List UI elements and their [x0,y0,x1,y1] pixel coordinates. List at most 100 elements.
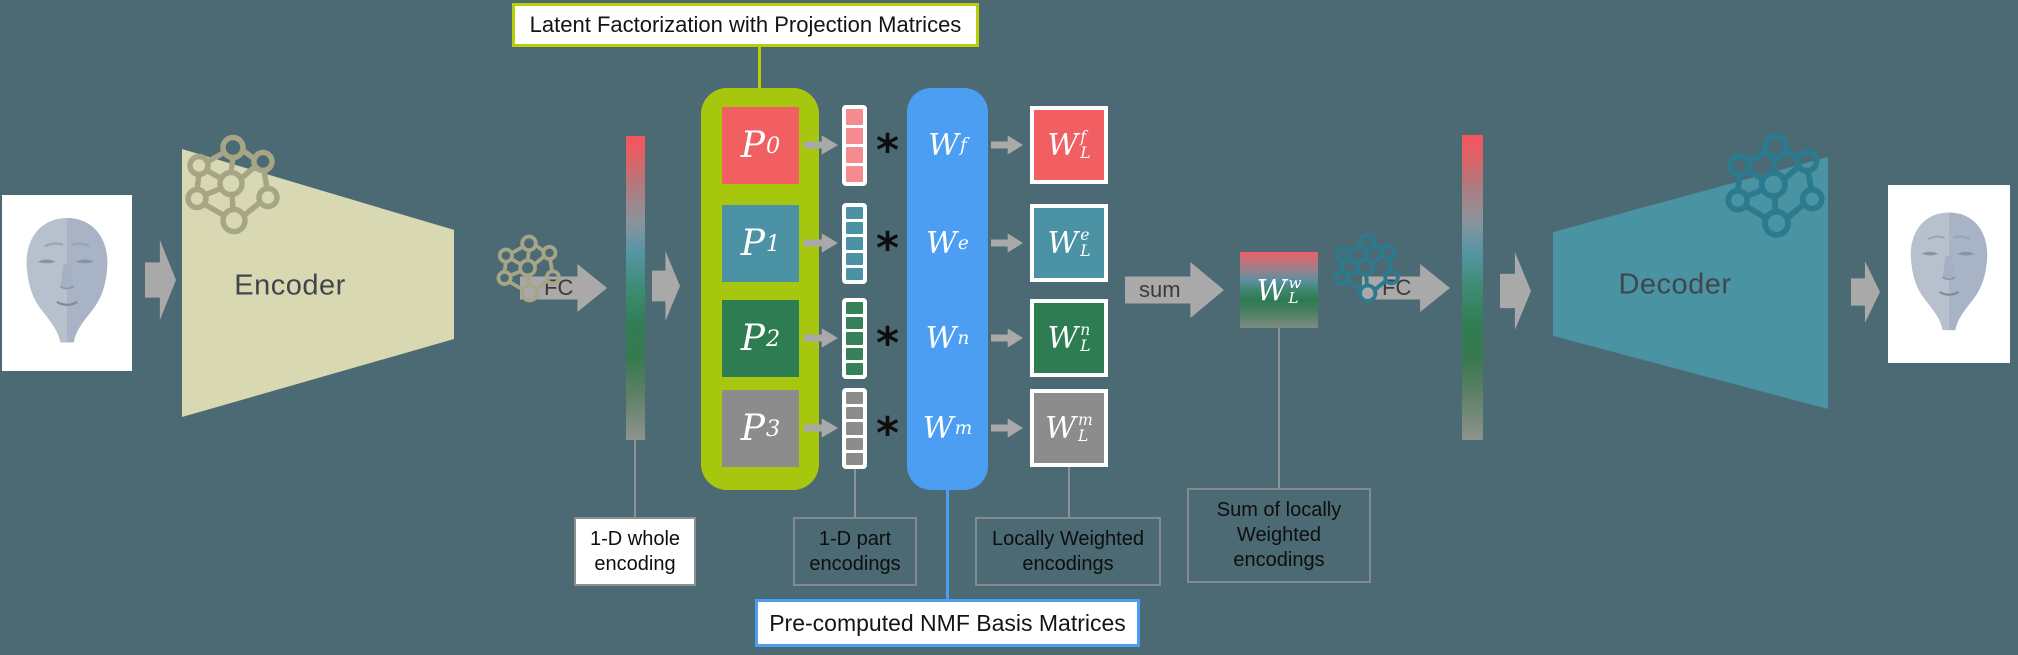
wn-subscript: n [957,327,970,349]
vector-cell [846,347,863,360]
p1-symbol: P [740,223,766,264]
vector-cell [846,332,863,345]
vector-cell [846,267,863,281]
decoder-network-icon [1723,133,1828,238]
vector-cell [846,207,863,220]
wm-to-weighted-arrow [991,418,1023,438]
wle-superscript: e [1080,226,1090,245]
caption-line: 1-D part [818,527,892,550]
p1-subscript: 1 [766,230,781,257]
vector-cell [846,237,863,250]
part-encoding-vector-2 [842,298,867,379]
caption-line: encodings [1233,549,1325,571]
encoder-label: Encoder [234,269,346,302]
locally-weighted-caption: Locally Weighted encodings [975,517,1161,586]
wm-subscript: m [954,417,973,439]
wm-symbol: W [922,410,954,446]
vector-cell [846,166,863,182]
sum-arrow-label: sum [1139,277,1181,302]
face-3d-render [11,208,123,358]
whole-encoding-connector [634,440,636,517]
wlf-subscript: L [1080,144,1091,162]
multiply-asterisk: * [876,318,900,369]
face-3d-render [1896,198,2002,350]
vector-cell [846,392,863,405]
wle-symbol: W [1047,225,1079,261]
nmf-basis-container [907,88,988,490]
nmf-basis-title-text: Pre-computed NMF Basis Matrices [769,609,1126,636]
vector-cell [846,362,863,376]
wf-subscript: f [959,134,967,156]
nmf-connector-line [946,490,949,599]
multiply-asterisk: * [876,223,900,274]
caption-line: Weighted [1236,524,1322,546]
p2-symbol: P [740,318,766,359]
wlf-symbol: W [1047,127,1079,163]
wlw-subscript: L [1288,289,1299,307]
vector-cell [846,109,863,125]
vector-cell [846,128,863,144]
sum-arrow: sum [1125,262,1224,318]
p3-symbol: P [740,408,766,449]
whole-encoding-caption: 1-D whole encoding [574,517,696,586]
decoder-to-output-arrow [1851,261,1880,323]
caption-line: encodings [1022,552,1114,575]
wn-to-weighted-arrow [991,328,1023,348]
vector-cell [846,407,863,420]
locally-weighted-connector [1068,467,1070,517]
input-to-encoder-arrow [145,240,176,320]
we-to-weighted-arrow [991,233,1023,253]
p0-subscript: 0 [766,132,781,159]
encoder-network-icon [183,132,283,237]
input-face-image [2,195,132,371]
multiply-asterisk: * [876,408,900,459]
p3-subscript: 3 [766,415,781,442]
p0-symbol: P [740,125,766,166]
vector-cell [846,222,863,235]
nmf-basis-title: Pre-computed NMF Basis Matrices [755,599,1140,647]
wln-subscript: L [1080,337,1091,355]
wlm-subscript: L [1078,427,1089,445]
wlw-superscript: w [1288,273,1302,292]
encoding-to-decoder-arrow [1500,252,1531,330]
wln-symbol: W [1047,320,1079,356]
wf-to-weighted-arrow [991,135,1023,155]
vector-cell [846,302,863,315]
wlf-superscript: f [1080,128,1087,147]
vector-cell [846,452,863,466]
sum-weighted-connector [1278,328,1280,488]
part-encodings-connector [854,469,856,517]
vector-cell [846,252,863,265]
we-subscript: e [957,232,969,254]
caption-line: 1-D whole [589,527,681,550]
whole-encoding-bar [626,136,645,440]
wlm-symbol: W [1045,410,1077,446]
wlw-symbol: W [1256,273,1287,307]
sum-weighted-caption: Sum of locally Weighted encodings [1187,488,1371,583]
fc-right-network-icon [1332,233,1402,303]
encoding-to-projection-arrow [652,251,680,321]
vector-cell [846,437,863,450]
p2-subscript: 2 [766,325,781,352]
caption-line: Sum of locally [1216,499,1342,521]
wln-superscript: n [1080,321,1091,340]
fc-left-network-icon [495,232,563,305]
caption-line: encoding [594,552,676,575]
wf-symbol: W [928,127,959,163]
caption-line: Locally Weighted [992,527,1144,550]
latent-factorization-title-text: Latent Factorization with Projection Mat… [529,12,962,37]
title-connector-line [758,47,761,88]
decoder-block: Decoder [1553,157,1828,409]
part-encoding-vector-0 [842,105,867,186]
